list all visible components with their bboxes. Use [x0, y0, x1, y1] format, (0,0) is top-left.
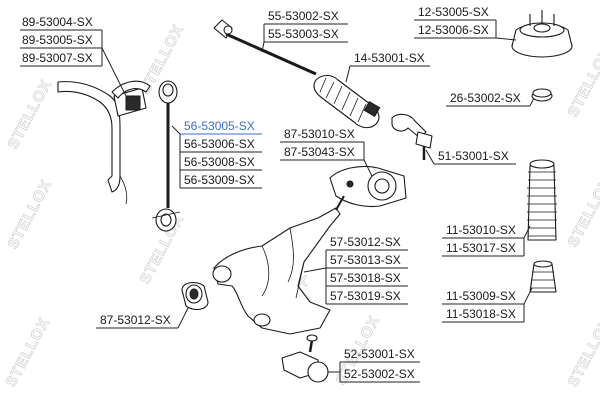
stabilizer-bar-drawing [57, 81, 128, 205]
strut-mount-drawing [511, 10, 573, 58]
callout-mount-bearing: 26-53002-SX [446, 91, 535, 107]
part-number-label[interactable]: 12-53005-SX [418, 5, 489, 19]
part-number-label-highlighted[interactable]: 56-53005-SX [184, 119, 255, 133]
part-number-label[interactable]: 26-53002-SX [450, 91, 521, 105]
stabilizer-link-drawing [151, 80, 181, 232]
part-number-label[interactable]: 87-53012-SX [100, 313, 171, 327]
arm-bushing-front-drawing [181, 281, 209, 311]
watermark-right-top: STELLOX [565, 45, 600, 120]
control-arm-drawing [212, 195, 345, 335]
part-number-label[interactable]: 14-53001-SX [354, 51, 425, 65]
part-number-label[interactable]: 57-53018-SX [330, 271, 401, 285]
part-number-label[interactable]: 11-53009-SX [446, 289, 516, 303]
part-number-label[interactable]: 52-53001-SX [344, 347, 415, 361]
part-number-label[interactable]: 11-53010-SX [446, 223, 516, 237]
part-number-label[interactable]: 89-53005-SX [22, 33, 93, 47]
part-number-label[interactable]: 11-53017-SX [446, 241, 516, 255]
callout-strut-mount: 12-53005-SX 12-53006-SX [414, 5, 517, 41]
watermark-left-low: STELLOX [3, 315, 54, 390]
part-number-label[interactable]: 12-53006-SX [418, 23, 489, 37]
tie-rod-end-drawing [391, 113, 433, 160]
part-number-label[interactable]: 55-53002-SX [268, 9, 339, 23]
watermark-left-mid: STELLOX [5, 177, 56, 252]
callout-tie-rod-end: 51-53001-SX [425, 149, 516, 165]
callout-stabilizer-link: 56-53005-SX 56-53006-SX 56-53008-SX 56-5… [171, 119, 262, 189]
callout-ball-joint: 52-53001-SX 52-53002-SX [328, 347, 420, 383]
bump-stop-drawing [529, 260, 557, 293]
part-number-label[interactable]: 51-53001-SX [438, 149, 509, 163]
callout-bump-stop: 11-53009-SX 11-53018-SX [442, 287, 533, 323]
part-number-label[interactable]: 57-53019-SX [330, 289, 401, 303]
callout-stabilizer-bushing: 89-53004-SX 89-53005-SX 89-53007-SX [20, 15, 129, 101]
strut-boot-drawing [527, 159, 557, 241]
ball-joint-drawing [281, 334, 329, 383]
callout-arm-bushing-rear: 87-53010-SX 87-53043-SX [280, 127, 373, 177]
callout-control-arm: 57-53012-SX 57-53013-SX 57-53018-SX 57-5… [303, 235, 408, 305]
part-number-label[interactable]: 56-53009-SX [184, 173, 255, 187]
watermark-left-top: STELLOX [5, 77, 56, 152]
part-number-label[interactable]: 57-53013-SX [330, 253, 401, 267]
part-number-label[interactable]: 56-53006-SX [184, 137, 255, 151]
part-number-label[interactable]: 11-53018-SX [446, 307, 516, 321]
callout-steering-boot: 14-53001-SX [345, 51, 430, 83]
part-number-label[interactable]: 87-53010-SX [284, 127, 355, 141]
part-number-label[interactable]: 89-53007-SX [22, 51, 93, 65]
callout-strut-boot: 11-53010-SX 11-53017-SX [442, 223, 531, 257]
part-number-label[interactable]: 56-53008-SX [184, 155, 255, 169]
callout-arm-bushing-front: 87-53012-SX [96, 307, 189, 329]
stabilizer-bushing-drawing [111, 80, 151, 117]
inner-tie-rod-drawing [213, 19, 317, 76]
part-number-label[interactable]: 57-53012-SX [330, 235, 401, 249]
arm-bushing-bracket-drawing [329, 165, 407, 208]
part-number-label[interactable]: 87-53043-SX [284, 145, 355, 159]
watermark-layer: STELLOX STELLOX STELLOX STELLOX STELLOX … [2, 21, 600, 390]
watermark-right-mid: STELLOX [565, 175, 600, 250]
steering-boot-drawing [313, 74, 381, 129]
part-number-label[interactable]: 52-53002-SX [344, 367, 415, 381]
part-number-label[interactable]: 89-53004-SX [22, 15, 93, 29]
callout-inner-tie-rod: 55-53002-SX 55-53003-SX [261, 9, 348, 53]
part-number-label[interactable]: 55-53003-SX [268, 27, 339, 41]
watermark-right-low: STELLOX [565, 315, 600, 390]
mount-bearing-drawing [531, 88, 553, 102]
